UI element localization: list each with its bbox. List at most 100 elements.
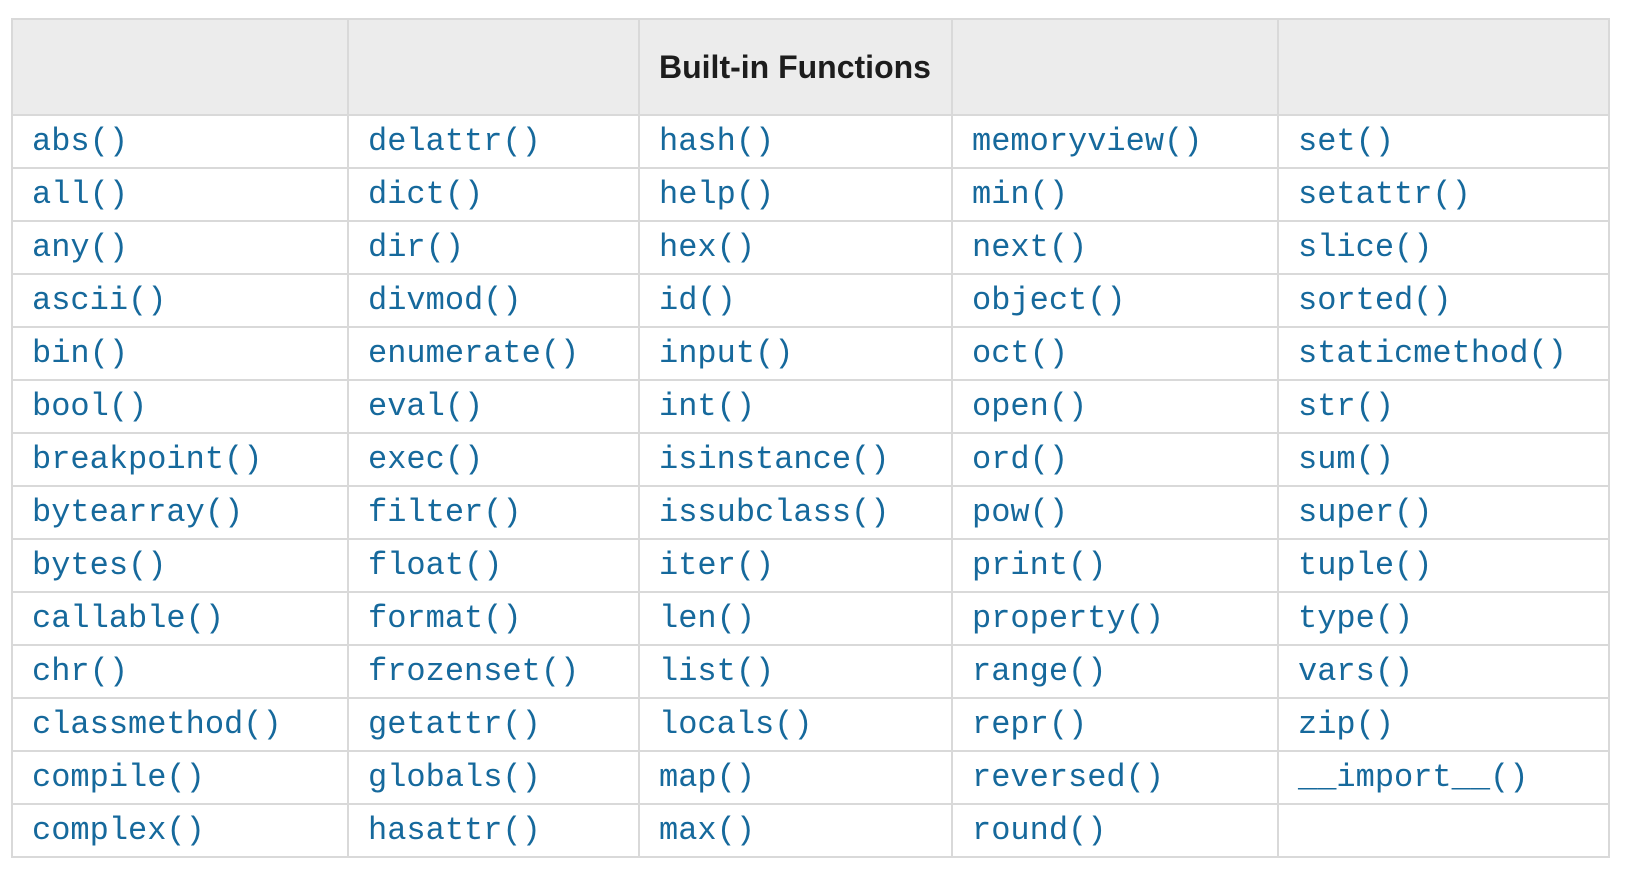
table-cell: max() (638, 803, 953, 858)
builtin-function-link[interactable]: ord() (972, 441, 1069, 478)
table-cell: vars() (1277, 644, 1610, 699)
table-body: abs() delattr() hash() memoryview() set() all… (11, 114, 1610, 858)
builtin-function-link[interactable]: input() (659, 335, 794, 372)
builtin-function-link[interactable]: tuple() (1298, 547, 1433, 584)
builtin-functions-table: Built-in Functions abs() delattr() hash() m… (11, 18, 1610, 858)
table-cell: id() (638, 273, 953, 328)
builtin-function-link[interactable]: abs() (32, 123, 129, 160)
builtin-function-link[interactable]: complex() (32, 812, 205, 849)
builtin-function-link[interactable]: next() (972, 229, 1088, 266)
builtin-function-link[interactable]: staticmethod() (1298, 335, 1567, 372)
builtin-function-link[interactable]: slice() (1298, 229, 1433, 266)
table-cell: dir() (347, 220, 640, 275)
table-cell: property() (951, 591, 1279, 646)
builtin-function-link[interactable]: frozenset() (368, 653, 580, 690)
builtin-function-link[interactable]: vars() (1298, 653, 1414, 690)
builtin-function-link[interactable]: float() (368, 547, 503, 584)
table-cell: open() (951, 379, 1279, 434)
header-cell-empty-2 (347, 18, 640, 116)
builtin-function-link[interactable]: breakpoint() (32, 441, 263, 478)
builtin-function-link[interactable]: map() (659, 759, 756, 796)
builtin-function-link[interactable]: delattr() (368, 123, 541, 160)
builtin-function-link[interactable]: ascii() (32, 282, 167, 319)
builtin-function-link[interactable]: eval() (368, 388, 484, 425)
builtin-function-link[interactable]: round() (972, 812, 1107, 849)
builtin-function-link[interactable]: __import__() (1298, 759, 1529, 796)
builtin-function-link[interactable]: range() (972, 653, 1107, 690)
builtin-function-link[interactable]: format() (368, 600, 522, 637)
table-row: all() dict() help() min() setattr() (11, 167, 1610, 222)
table-cell: list() (638, 644, 953, 699)
builtin-function-link[interactable]: memoryview() (972, 123, 1203, 160)
builtin-function-link[interactable]: iter() (659, 547, 775, 584)
builtin-function-link[interactable]: help() (659, 176, 775, 213)
builtin-function-link[interactable]: filter() (368, 494, 522, 531)
table-header: Built-in Functions (11, 18, 1610, 116)
table-row: abs() delattr() hash() memoryview() set() (11, 114, 1610, 169)
builtin-function-link[interactable]: open() (972, 388, 1088, 425)
builtin-function-link[interactable]: bytearray() (32, 494, 244, 531)
builtin-function-link[interactable]: sorted() (1298, 282, 1452, 319)
builtin-function-link[interactable]: str() (1298, 388, 1395, 425)
table-row: any() dir() hex() next() slice() (11, 220, 1610, 275)
builtin-function-link[interactable]: int() (659, 388, 756, 425)
builtin-function-link[interactable]: dict() (368, 176, 484, 213)
table-cell: breakpoint() (11, 432, 349, 487)
builtin-function-link[interactable]: setattr() (1298, 176, 1471, 213)
table-cell: tuple() (1277, 538, 1610, 593)
builtin-function-link[interactable]: classmethod() (32, 706, 282, 743)
builtin-function-link[interactable]: super() (1298, 494, 1433, 531)
table-cell: any() (11, 220, 349, 275)
builtin-function-link[interactable]: enumerate() (368, 335, 580, 372)
builtin-function-link[interactable]: bytes() (32, 547, 167, 584)
builtin-function-link[interactable]: isinstance() (659, 441, 890, 478)
table-row: bytes() float() iter() print() tuple() (11, 538, 1610, 593)
table-cell: sorted() (1277, 273, 1610, 328)
builtin-function-link[interactable]: compile() (32, 759, 205, 796)
builtin-function-link[interactable]: all() (32, 176, 129, 213)
builtin-function-link[interactable]: divmod() (368, 282, 522, 319)
builtin-function-link[interactable]: callable() (32, 600, 225, 637)
builtin-function-link[interactable]: set() (1298, 123, 1395, 160)
builtin-function-link[interactable]: property() (972, 600, 1165, 637)
table-cell: zip() (1277, 697, 1610, 752)
builtin-function-link[interactable]: locals() (659, 706, 813, 743)
builtin-function-link[interactable]: hasattr() (368, 812, 541, 849)
builtin-function-link[interactable]: oct() (972, 335, 1069, 372)
builtin-function-link[interactable]: issubclass() (659, 494, 890, 531)
builtin-function-link[interactable]: hex() (659, 229, 756, 266)
table-cell: getattr() (347, 697, 640, 752)
builtin-function-link[interactable]: reversed() (972, 759, 1165, 796)
table-cell: hash() (638, 114, 953, 169)
builtin-function-link[interactable]: print() (972, 547, 1107, 584)
builtin-function-link[interactable]: any() (32, 229, 129, 266)
table-cell: locals() (638, 697, 953, 752)
table-cell: all() (11, 167, 349, 222)
builtin-function-link[interactable]: chr() (32, 653, 129, 690)
builtin-function-link[interactable]: exec() (368, 441, 484, 478)
builtin-function-link[interactable]: len() (659, 600, 756, 637)
builtin-function-link[interactable]: object() (972, 282, 1126, 319)
table-cell: filter() (347, 485, 640, 540)
builtin-function-link[interactable]: bin() (32, 335, 129, 372)
builtin-function-link[interactable]: dir() (368, 229, 465, 266)
builtin-function-link[interactable]: sum() (1298, 441, 1395, 478)
table-cell: complex() (11, 803, 349, 858)
builtin-function-link[interactable]: min() (972, 176, 1069, 213)
table-cell: print() (951, 538, 1279, 593)
builtin-function-link[interactable]: type() (1298, 600, 1414, 637)
builtin-function-link[interactable]: zip() (1298, 706, 1395, 743)
builtin-function-link[interactable]: getattr() (368, 706, 541, 743)
builtin-function-link[interactable]: globals() (368, 759, 541, 796)
builtin-function-link[interactable]: bool() (32, 388, 148, 425)
builtin-function-link[interactable]: list() (659, 653, 775, 690)
builtin-function-link[interactable]: max() (659, 812, 756, 849)
builtin-function-link[interactable]: id() (659, 282, 736, 319)
table-cell: abs() (11, 114, 349, 169)
table-cell: iter() (638, 538, 953, 593)
builtin-function-link[interactable]: pow() (972, 494, 1069, 531)
builtin-function-link[interactable]: hash() (659, 123, 775, 160)
builtin-function-link[interactable]: repr() (972, 706, 1088, 743)
header-cell-title: Built-in Functions (638, 18, 953, 116)
